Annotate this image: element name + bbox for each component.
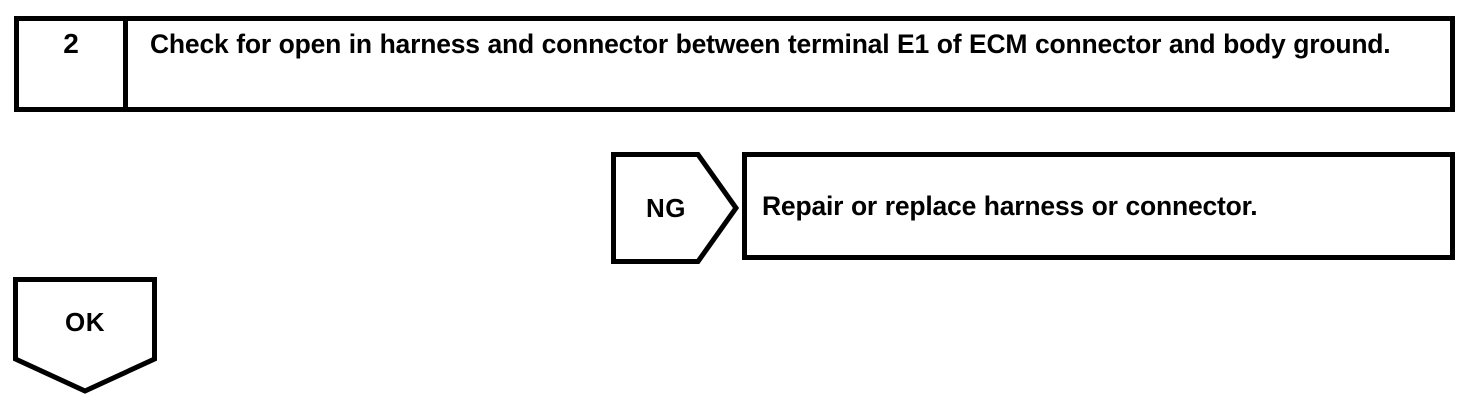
ok-label: OK	[65, 306, 105, 337]
step-instruction-text: Check for open in harness and connector …	[150, 29, 1391, 59]
step-instruction-cell: Check for open in harness and connector …	[133, 21, 1450, 107]
step-number-cell: 2	[19, 21, 128, 107]
repair-action-text: Repair or replace harness or connector.	[762, 191, 1258, 221]
step-number: 2	[63, 28, 79, 59]
right-arrow-pentagon-icon	[611, 152, 739, 264]
ok-branch-arrow: OK	[13, 277, 157, 394]
repair-action-box: Repair or replace harness or connector.	[742, 152, 1455, 260]
down-arrow-pentagon-icon	[13, 277, 157, 394]
ng-branch-arrow: NG	[611, 152, 739, 264]
ng-label: NG	[646, 192, 686, 223]
step-box: 2 Check for open in harness and connecto…	[14, 16, 1455, 112]
